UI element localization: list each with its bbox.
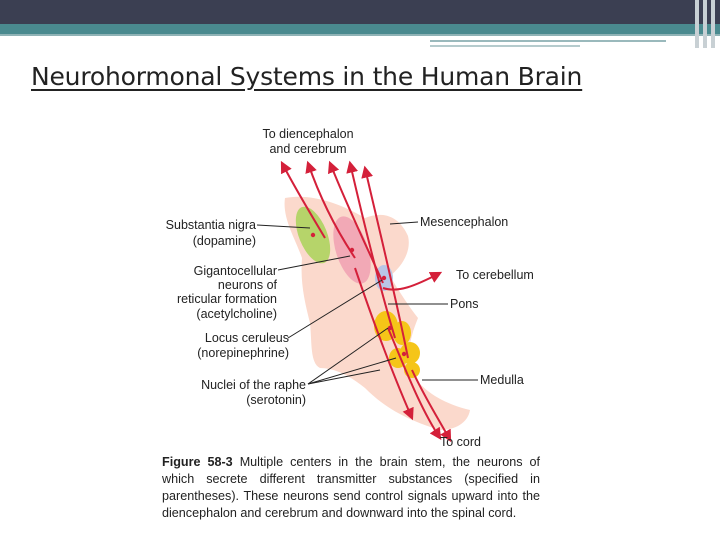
label-norepinephrine: (norepinephrine) bbox=[197, 346, 289, 360]
figure-label: Figure 58-3 bbox=[162, 455, 233, 469]
figure-caption: Figure 58-3 Multiple centers in the brai… bbox=[162, 454, 540, 522]
label-mesencephalon: Mesencephalon bbox=[420, 215, 508, 229]
slide-title: Neurohormonal Systems in the Human Brain bbox=[31, 62, 583, 91]
banner-accent-line bbox=[0, 34, 720, 36]
label-serotonin: (serotonin) bbox=[246, 393, 306, 407]
banner-accent-stripe bbox=[0, 24, 720, 34]
banner-accent-line bbox=[430, 45, 580, 47]
label-leader-lines bbox=[256, 221, 478, 385]
label-medulla: Medulla bbox=[480, 373, 524, 387]
label-locus-ceruleus: Locus ceruleus bbox=[205, 331, 289, 345]
nucleus-dots bbox=[310, 232, 407, 357]
label-dopamine: (dopamine) bbox=[193, 234, 256, 248]
label-neurons-of: neurons of bbox=[218, 278, 278, 292]
brainstem-shape bbox=[284, 196, 470, 430]
label-reticular-formation: reticular formation bbox=[177, 292, 277, 306]
label-to-cerebellum: To cerebellum bbox=[456, 268, 534, 282]
label-to-cord: To cord bbox=[440, 435, 481, 449]
banner-accent-line bbox=[430, 40, 666, 42]
label-acetylcholine: (acetylcholine) bbox=[196, 307, 277, 321]
label-gigantocellular: Gigantocellular bbox=[194, 264, 277, 278]
label-substantia-nigra: Substantia nigra bbox=[166, 218, 256, 232]
label-to-diencephalon: To diencephalon bbox=[262, 127, 353, 141]
label-pons: Pons bbox=[450, 297, 479, 311]
figure-caption-text: Multiple centers in the brain stem, the … bbox=[162, 455, 540, 520]
brainstem-diagram: To diencephalon and cerebrum Substantia … bbox=[166, 127, 534, 449]
label-nuclei-of-raphe: Nuclei of the raphe bbox=[201, 378, 306, 392]
neuron-pathway-arrows bbox=[280, 160, 452, 443]
label-and-cerebrum: and cerebrum bbox=[269, 142, 346, 156]
top-banner bbox=[0, 0, 720, 24]
banner-right-decoration bbox=[693, 0, 720, 48]
